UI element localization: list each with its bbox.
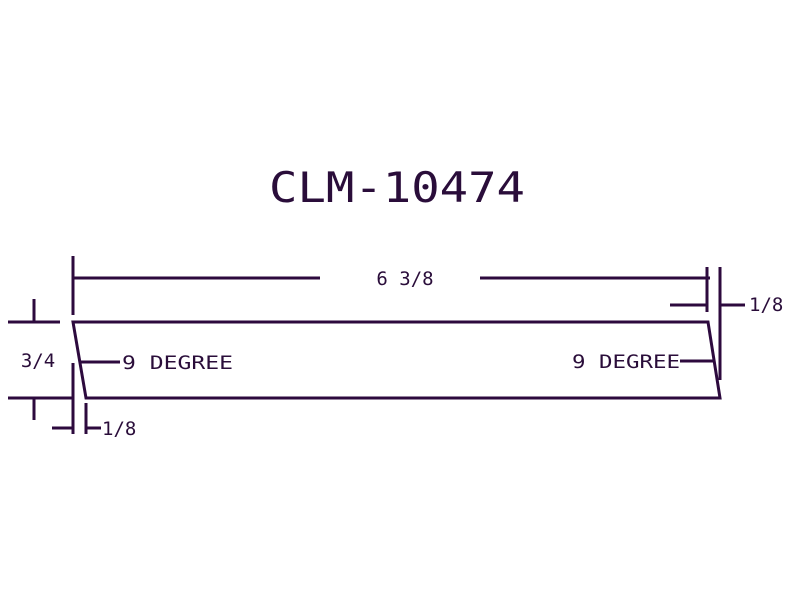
- height-dimension: 3/4: [21, 350, 55, 372]
- profile-outline: [71, 320, 722, 400]
- left-angle-label: 9 DEGREE: [122, 352, 233, 374]
- right-offset-dimension: 1/8: [749, 294, 783, 316]
- right-angle-label: 9 DEGREE: [572, 351, 680, 373]
- part-title: CLM-10474: [269, 163, 525, 212]
- left-offset-dimension: 1/8: [102, 418, 136, 440]
- width-dimension: 6 3/8: [376, 268, 433, 290]
